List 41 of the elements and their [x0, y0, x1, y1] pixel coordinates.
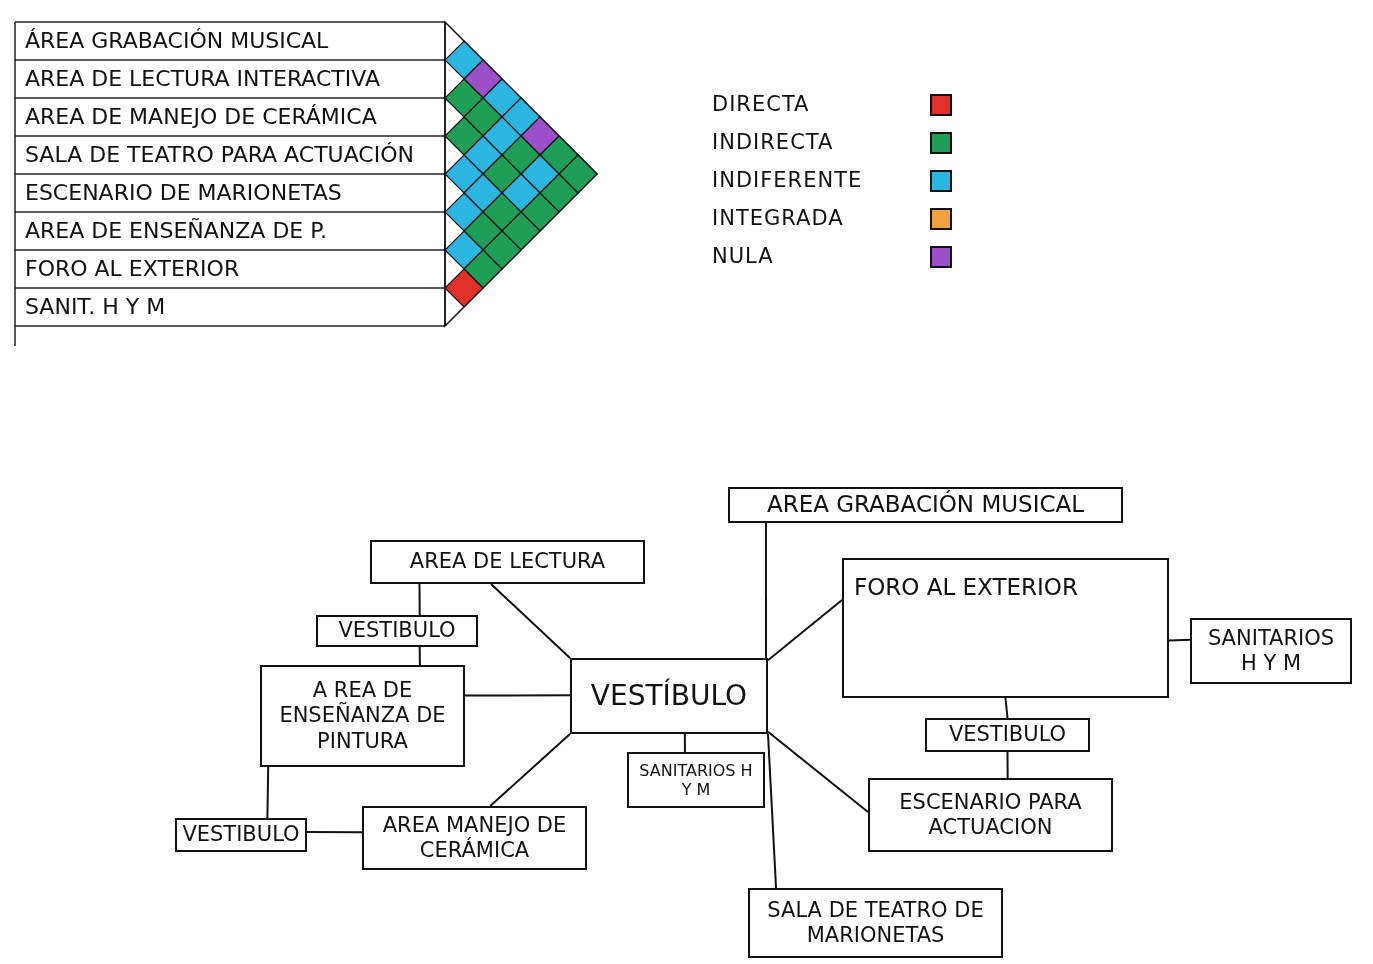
connector-line — [418, 583, 421, 616]
room-box: VESTIBULO — [925, 718, 1090, 752]
connector-line — [1004, 697, 1009, 719]
room-box: VESTIBULO — [316, 615, 478, 647]
connector-line — [767, 599, 843, 662]
row-label: SALA DE TEATRO PARA ACTUACIÓN — [25, 142, 414, 167]
room-box: A REA DE ENSEÑANZA DE PINTURA — [260, 665, 465, 767]
connector-line — [764, 522, 767, 659]
row-label: SANIT. H Y M — [25, 294, 166, 319]
row-label: AREA DE LECTURA INTERACTIVA — [25, 66, 380, 91]
connector-line — [1006, 751, 1009, 779]
connector-line — [464, 694, 571, 697]
room-box: AREA DE LECTURA — [370, 540, 645, 584]
row-label: AREA DE MANEJO DE CERÁMICA — [25, 104, 377, 129]
room-box: SANITARIOS H Y M — [627, 752, 765, 808]
row-label: ÁREA GRABACIÓN MUSICAL — [25, 28, 329, 53]
connector-line — [683, 733, 686, 753]
legend-label: INTEGRADA — [712, 206, 844, 230]
row-label: FORO AL EXTERIOR — [25, 256, 240, 281]
legend-label: INDIRECTA — [712, 130, 834, 154]
legend-label: INDIFERENTE — [712, 168, 863, 192]
row-label: AREA DE ENSEÑANZA DE P. — [25, 218, 328, 243]
room-box: SALA DE TEATRO DE MARIONETAS — [748, 888, 1003, 958]
room-box: SANITARIOS H Y M — [1190, 618, 1352, 684]
row-label: ESCENARIO DE MARIONETAS — [25, 180, 342, 205]
connector-line — [418, 646, 421, 666]
legend-label: DIRECTA — [712, 92, 810, 116]
connector-line — [490, 583, 571, 659]
connector-line — [306, 830, 363, 834]
room-box: ESCENARIO PARA ACTUACION — [868, 778, 1113, 852]
room-box: AREA MANEJO DE CERÁMICA — [362, 806, 587, 870]
connector-line — [767, 730, 869, 814]
connector-line — [489, 733, 571, 807]
legend-label: NULA — [712, 244, 774, 268]
room-box: AREA GRABACIÓN MUSICAL — [728, 487, 1123, 523]
connector-line — [266, 766, 270, 819]
connector-line — [767, 733, 778, 889]
connector-line — [1168, 638, 1191, 642]
room-box: VESTIBULO — [175, 818, 307, 852]
room-box: VESTÍBULO — [570, 658, 768, 734]
room-box: FORO AL EXTERIOR — [842, 558, 1169, 698]
